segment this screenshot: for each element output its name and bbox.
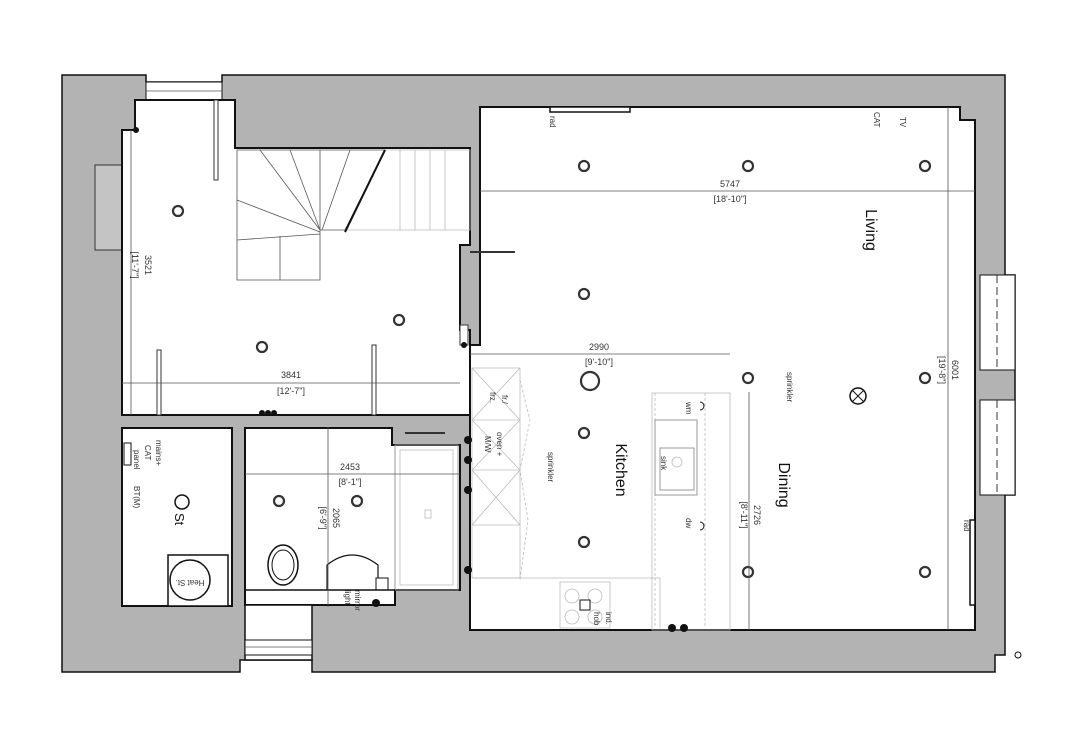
toilet-seat [271,549,295,581]
dim-dining-depth-ft: [8'-11"] [739,501,749,528]
label-sink: sink [659,456,668,471]
label-rad-right: rad [962,520,971,532]
label-hob-1: ind. [604,612,613,625]
bathtub-drain [424,509,432,519]
radiator-living [549,106,631,113]
label-bt: BT(M) [132,486,141,509]
room-label-kitchen: Kitchen [612,443,629,496]
label-oven: oven + [495,432,504,457]
dim-hall-depth: 3521 [143,255,153,275]
outside-marker [1014,651,1022,659]
dim-living-width: 5747 [720,179,740,189]
label-sprinkler-kitchen: sprinkler [546,452,555,483]
dim-bath-width-ft: [8'-1"] [339,477,362,487]
chimney-breast [94,164,123,251]
room-label-dining: Dining [775,462,792,507]
annotations: rad rad CAT TV sprinkler sprinkler fr./ … [132,112,971,626]
hall-room [121,99,471,416]
dim-living-depth: 6001 [950,360,960,380]
pendant-light-icon [849,387,867,405]
label-tv: TV [898,117,907,128]
dim-bath-width: 2453 [340,462,360,472]
label-store: St [172,513,187,526]
radiator-dining [969,519,976,606]
dim-bath-depth-ft: [6'-9"] [318,507,328,530]
dim-kitchen-width-ft: [9'-10"] [585,357,613,367]
label-panel: panel [132,450,141,470]
label-rad-top: rad [548,116,557,128]
dim-hall-depth-ft: [11'-7"] [130,251,140,278]
washbasin [326,554,379,590]
label-microwave: M/W [483,436,492,453]
label-cat: CAT [872,112,881,128]
label-hob-2: hob [592,612,601,626]
electrical-panel [123,442,132,466]
label-fridge: fr./ [500,395,509,405]
living-kitchen-dining-room [469,106,976,631]
label-mains: mains+ [154,440,163,466]
bathtub-inner [399,449,454,586]
label-dw: dw [684,518,693,528]
dimension-lines [122,107,975,630]
dim-dining-depth: 2726 [752,505,762,525]
label-freezer: frz. [488,392,497,403]
door-frames [156,99,515,416]
dim-kitchen-width: 2990 [589,342,609,352]
dim-living-depth-ft: [19'-8"] [937,356,947,384]
dim-bath-depth: 2065 [331,508,341,528]
kitchen-units [471,367,731,631]
label-heat-store: Heat St. [176,578,205,587]
toilet [267,544,299,586]
dim-hall-width-ft: [12'-7"] [277,386,305,396]
label-mirror-light: light [343,590,352,605]
heat-store-tank [169,559,211,601]
bathtub [394,444,459,591]
label-mirror: mirror [353,590,362,611]
label-sprinkler-dining: sprinkler [785,372,794,403]
sockets [133,127,688,632]
shaver-socket-icon [375,577,389,591]
label-wm: wm [684,401,693,415]
label-panel-cat: CAT [143,445,152,461]
staircase [236,149,471,281]
entrance-threshold [244,639,313,656]
ceiling-lights [171,159,932,579]
dim-hall-width: 3841 [281,370,301,380]
dim-living-width-ft: [18'-10"] [714,194,747,204]
store-marker-icon [174,494,190,510]
room-label-living: Living [862,209,879,251]
